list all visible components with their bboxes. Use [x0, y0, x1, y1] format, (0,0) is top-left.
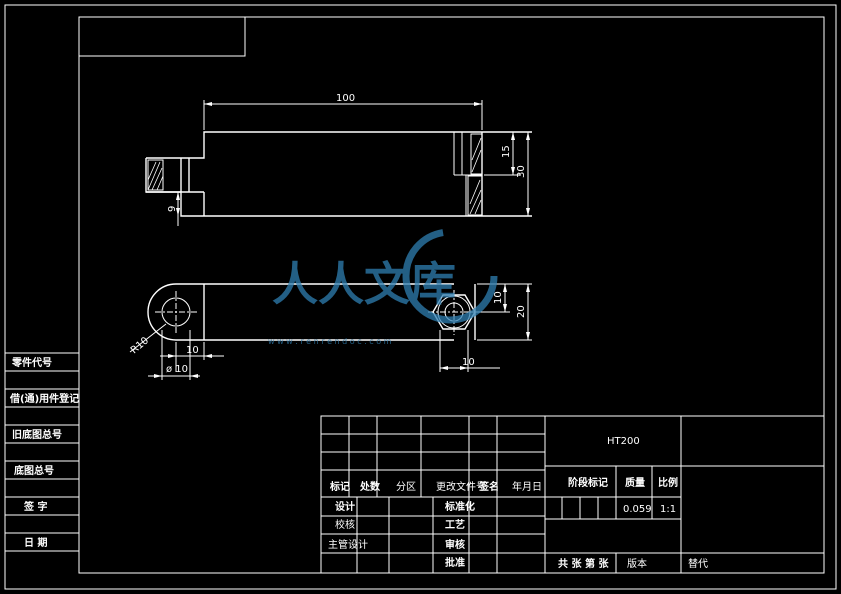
prop-stage-mark: 阶段标记	[568, 476, 608, 489]
watermark-logo-text: 人人文库	[272, 257, 456, 311]
value-scale: 1:1	[660, 504, 676, 515]
top-left-box	[78, 16, 246, 57]
dim-height-total: 30	[516, 165, 527, 178]
label-standardization: 标准化	[444, 500, 475, 513]
watermark-url: w w w . r e n r e n d o c . c o m	[268, 337, 392, 346]
left-strip: 零件代号 借(通)用件登记 旧底图总号 底图总号 签 字 日 期	[5, 352, 79, 552]
dim-length: 100	[336, 93, 355, 104]
strip-label-old-drawing: 旧底图总号	[12, 428, 62, 441]
header-mark: 标记	[329, 480, 350, 493]
header-date: 年月日	[512, 480, 542, 493]
dim-height-top: 15	[501, 145, 512, 158]
watermark: 人人文库 w w w . r e n r e n d o c . c o m	[268, 228, 498, 346]
strip-label-base-drawing: 底图总号	[14, 464, 54, 477]
label-version: 版本	[627, 557, 647, 570]
dim-height-right-20: 20	[516, 305, 527, 318]
strip-label-part-code: 零件代号	[11, 356, 52, 369]
header-signature: 签名	[478, 480, 499, 493]
label-process: 工艺	[445, 518, 465, 531]
dim-height-right-10: 10	[493, 291, 504, 304]
label-approve: 批准	[445, 556, 465, 569]
dim-nut-width: 10	[462, 357, 475, 368]
material-label: HT200	[607, 436, 640, 447]
strip-label-date: 日 期	[24, 536, 47, 549]
dim-width-left: 10	[186, 345, 199, 356]
strip-label-borrowed: 借(通)用件登记	[9, 392, 79, 405]
header-change-doc: 更改文件号	[436, 480, 486, 493]
sheet-count: 共 张 第 张	[558, 557, 609, 570]
label-design: 设计	[335, 500, 355, 513]
value-mass: 0.059	[623, 504, 652, 515]
prop-mass: 质量	[625, 476, 645, 489]
label-review: 审核	[445, 538, 465, 551]
title-block: HT200 标记 处数 分区 更改文件号 签名 年月日 设计 标准化 校核 工艺…	[320, 415, 825, 574]
outer-frame	[4, 4, 837, 590]
prop-scale: 比例	[658, 476, 678, 489]
label-check: 校核	[335, 518, 355, 531]
dim-diameter: ø 10	[166, 364, 188, 375]
plan-view: R10 10 ø 10 10 20 10	[129, 283, 532, 380]
dim-left-small: 9	[167, 206, 178, 212]
strip-label-signature: 签 字	[23, 500, 47, 513]
front-view: 100 15 30 9	[145, 93, 532, 226]
header-count: 处数	[359, 480, 381, 493]
label-replace: 替代	[688, 557, 708, 570]
header-zone: 分区	[396, 481, 416, 493]
label-chief-design: 主管设计	[328, 538, 368, 551]
